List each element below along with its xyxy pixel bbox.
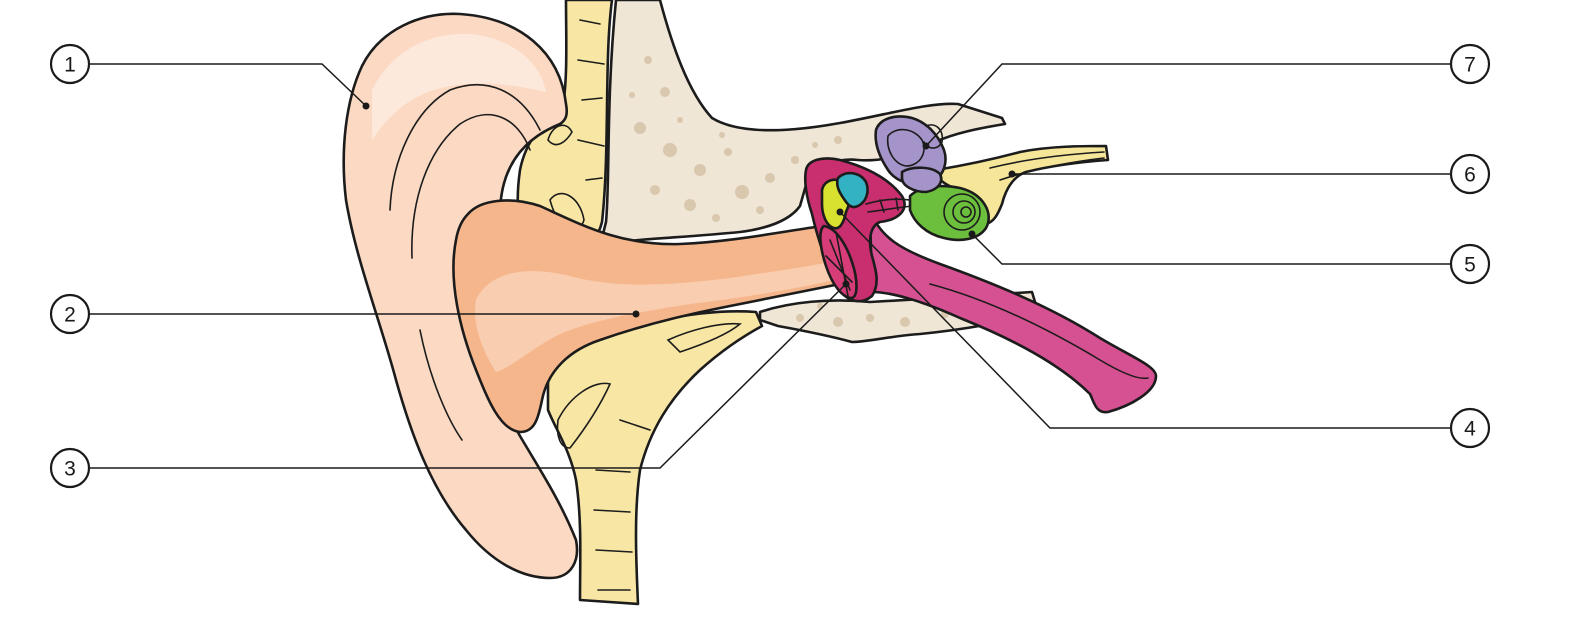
leader-dot-7 bbox=[922, 142, 930, 150]
leader-line-5 bbox=[971, 233, 1450, 265]
circled-number-icon bbox=[49, 293, 91, 335]
leader-dot-2 bbox=[632, 310, 640, 318]
marker-6-label: 6 bbox=[1464, 164, 1476, 187]
marker-1-label: 1 bbox=[64, 54, 76, 77]
middle-ear bbox=[803, 157, 913, 303]
leader-line-1 bbox=[90, 63, 367, 107]
marker-3-label: 3 bbox=[64, 458, 76, 481]
marker-5[interactable]: 5 bbox=[1449, 243, 1491, 285]
label-markers: 1 2 3 4 5 6 7 bbox=[49, 43, 1491, 489]
circled-number-icon bbox=[1449, 153, 1491, 195]
leader-line-4 bbox=[839, 211, 1450, 429]
marker-2[interactable]: 2 bbox=[49, 293, 91, 335]
marker-7[interactable]: 7 bbox=[1449, 43, 1491, 85]
circled-number-icon bbox=[49, 447, 91, 489]
marker-7-label: 7 bbox=[1464, 54, 1476, 77]
circled-number-icon bbox=[49, 43, 91, 85]
circled-number-icon bbox=[1449, 407, 1491, 449]
leader-dot-3 bbox=[842, 280, 850, 288]
semicircular-canals bbox=[874, 115, 947, 194]
cartilage-lower bbox=[546, 309, 764, 606]
leader-line-7 bbox=[925, 63, 1450, 147]
marker-5-label: 5 bbox=[1464, 254, 1476, 277]
marker-6[interactable]: 6 bbox=[1449, 153, 1491, 195]
leader-dot-1 bbox=[362, 102, 370, 110]
marker-4[interactable]: 4 bbox=[1449, 407, 1491, 449]
marker-3[interactable]: 3 bbox=[49, 447, 91, 489]
bone-spots bbox=[629, 56, 1018, 327]
marker-1[interactable]: 1 bbox=[49, 43, 91, 85]
leader-dot-6 bbox=[1008, 170, 1016, 178]
circled-number-icon bbox=[1449, 43, 1491, 85]
cochlea bbox=[908, 184, 990, 242]
leader-lines bbox=[90, 63, 1450, 469]
leader-dot-5 bbox=[968, 230, 976, 238]
ear-canal bbox=[452, 199, 842, 434]
marker-2-label: 2 bbox=[64, 304, 76, 327]
leader-dot-4 bbox=[836, 208, 844, 216]
circled-number-icon bbox=[1449, 243, 1491, 285]
leader-line-3 bbox=[90, 283, 847, 469]
eustachian-tube bbox=[868, 208, 1158, 414]
marker-4-label: 4 bbox=[1464, 418, 1476, 441]
